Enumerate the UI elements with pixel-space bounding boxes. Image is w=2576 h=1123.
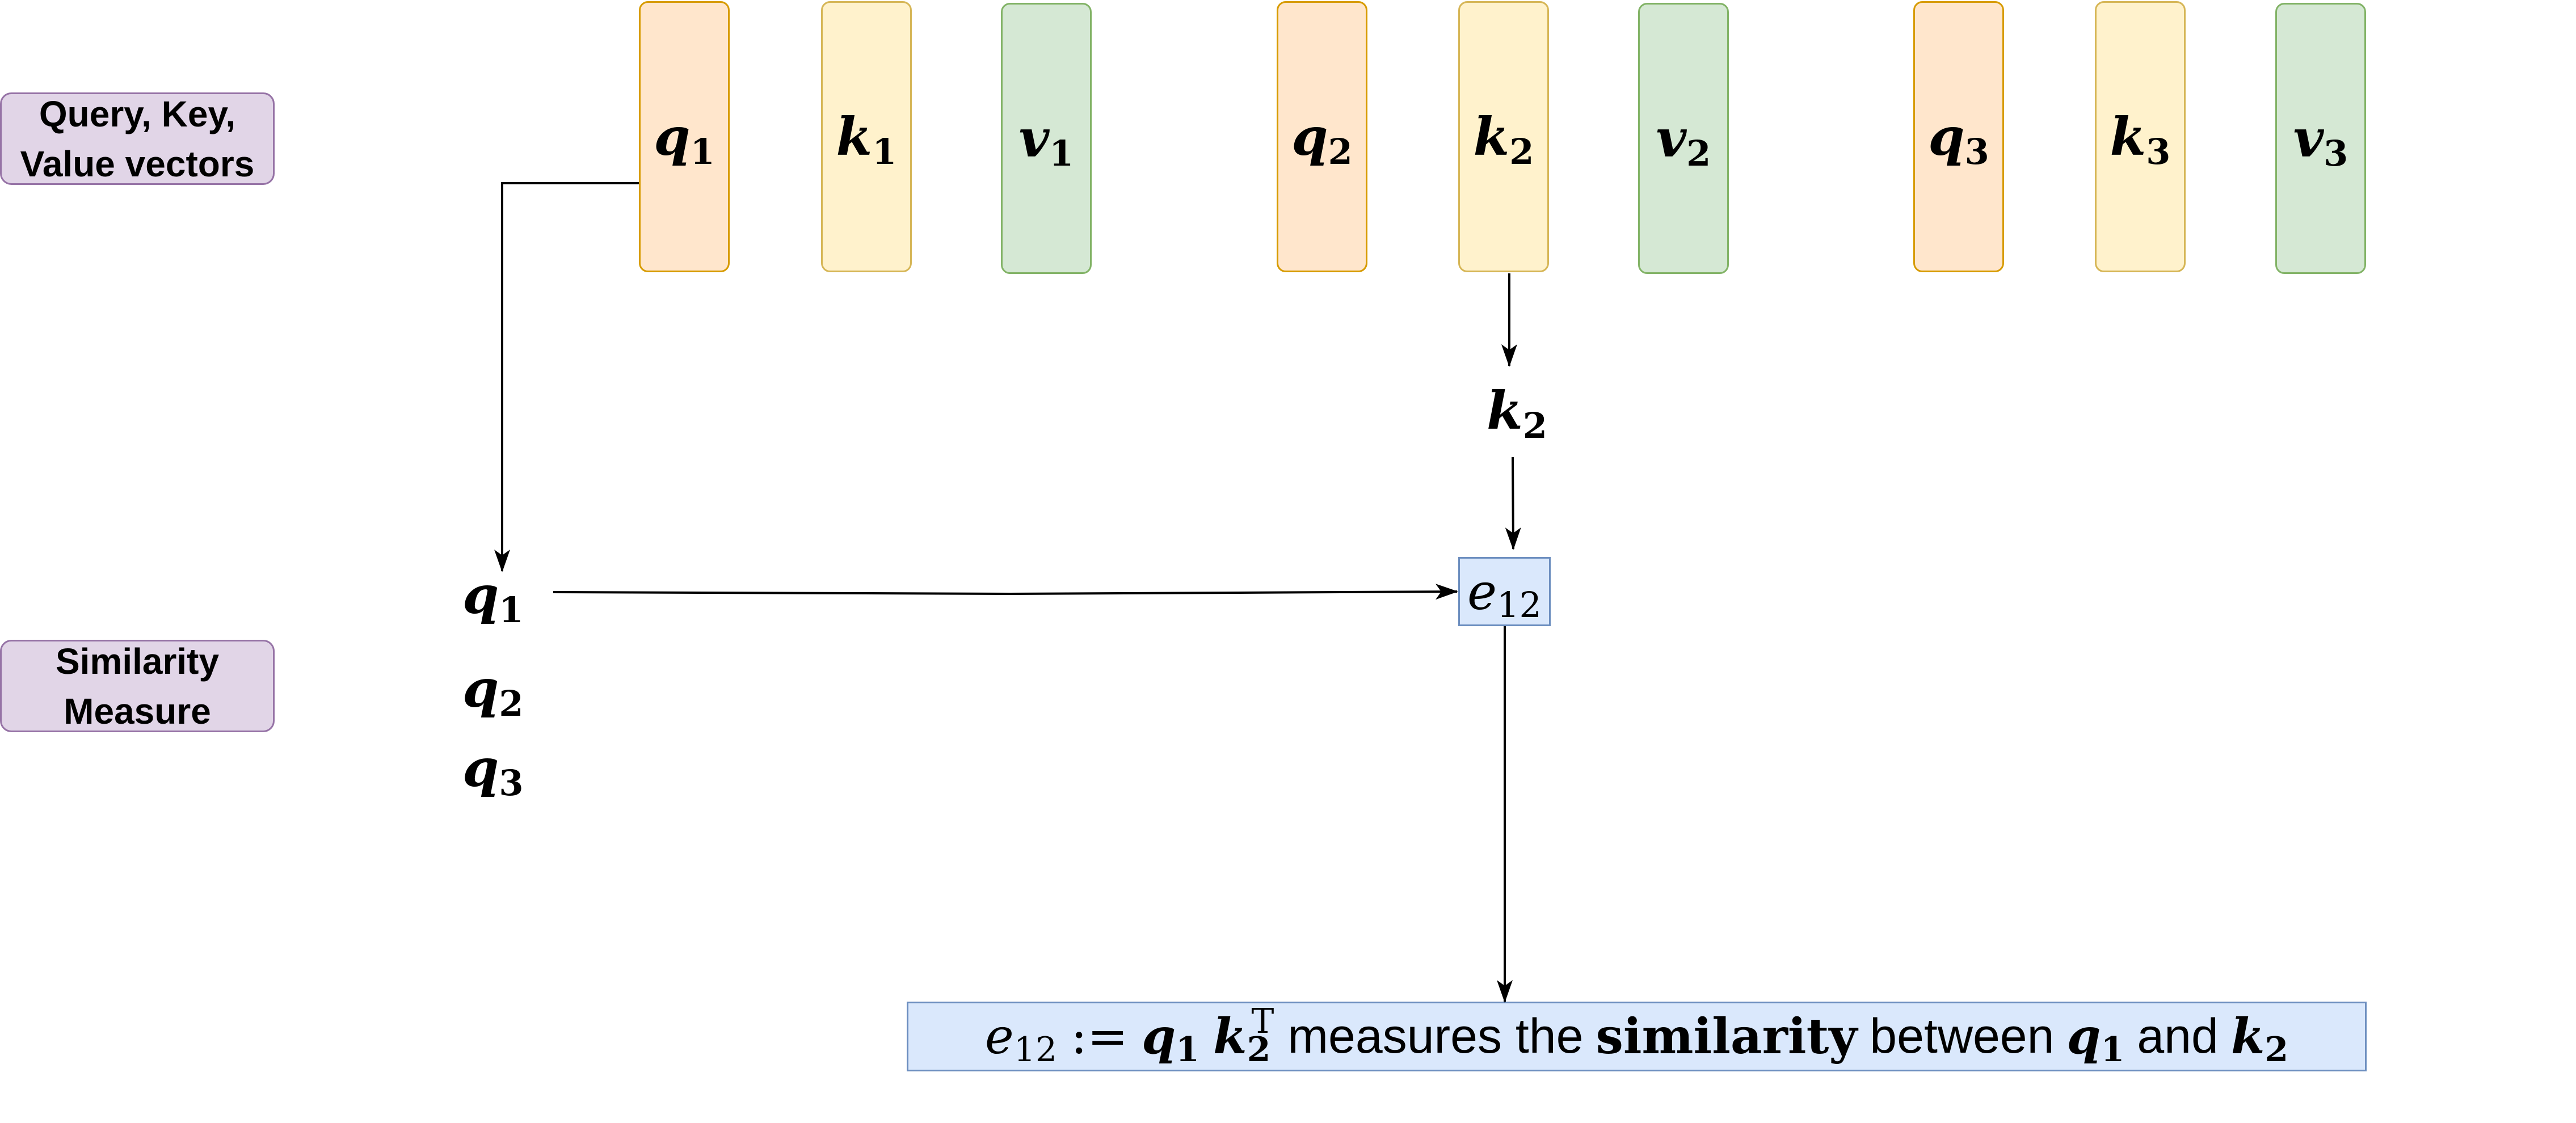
similarity-formula-box: e12 := q1 k2T measures the similarity be… (907, 1002, 2367, 1071)
formula-text-similarity: similarity (1596, 1008, 1858, 1065)
formula-k-second: k2 (2230, 1008, 2288, 1067)
label-sim-line1: Similarity (55, 640, 220, 682)
formula-k2-sub: 2 (2264, 1030, 2289, 1070)
vector-v2-letter: v (1656, 108, 1687, 169)
label-qkv-line1: Query, Key, (39, 93, 236, 134)
formula-lhs-letter: e (984, 1008, 1014, 1065)
vector-k1-sub: 1 (872, 131, 897, 172)
formula-q-letter: q (1142, 1008, 1176, 1065)
label-similarity-measure: Similarity Measure (0, 640, 275, 732)
vector-v1-sub: 1 (1049, 133, 1074, 174)
vector-k1-letter: k (836, 106, 873, 167)
query-q1-letter: q (462, 564, 499, 626)
score-e12-letter: e (1467, 562, 1497, 621)
score-e12-sub: 12 (1497, 584, 1542, 626)
vector-q2-letter: q (1291, 106, 1328, 167)
formula-k-sub: 2 (1247, 1030, 1271, 1070)
query-q1-node: q1 (462, 564, 523, 628)
arrow-q1-vector-to-q1-node (494, 182, 639, 572)
vector-q2-sub: 2 (1328, 131, 1353, 172)
label-qkv-line2: Value vectors (20, 143, 255, 184)
key-k2-node-sub: 2 (1522, 405, 1547, 446)
vector-q2: q2 (1277, 1, 1367, 272)
key-k2-node-letter: k (1487, 380, 1523, 441)
formula-q-second: q1 (2066, 1008, 2124, 1067)
vector-k3-letter: k (2110, 106, 2146, 167)
formula-q-sub: 1 (1176, 1030, 1200, 1070)
formula-lhs: e12 (984, 1008, 1057, 1067)
formula-k-letter: k (1213, 1008, 1247, 1065)
formula-lhs-sub: 12 (1013, 1029, 1058, 1070)
formula-text-measures: measures the (1287, 1009, 1584, 1063)
query-q3-node: q3 (462, 737, 523, 801)
vector-q1-letter: q (654, 106, 691, 167)
vector-q3-letter: q (1928, 106, 1965, 167)
vector-k3-sub: 3 (2146, 131, 2171, 172)
formula-q2-sub: 1 (2101, 1030, 2125, 1070)
label-sim-line2: Measure (64, 690, 211, 732)
vector-v2: v2 (1638, 3, 1729, 274)
formula-assign: := (1071, 1008, 1129, 1065)
formula-k2-letter: k (2230, 1008, 2265, 1065)
vector-k2: k2 (1458, 1, 1549, 272)
query-q3-letter: q (462, 737, 499, 799)
vector-q1: q1 (639, 1, 730, 272)
formula-text-and: and (2137, 1009, 2219, 1063)
vector-k2-letter: k (1473, 106, 1510, 167)
vector-q3: q3 (1913, 1, 2004, 272)
query-q2-sub: 2 (499, 683, 524, 724)
vector-q3-sub: 3 (1964, 131, 1989, 172)
formula-text-between: between (1870, 1009, 2055, 1063)
vector-k2-sub: 2 (1509, 131, 1534, 172)
vector-v1-letter: v (1018, 108, 1050, 169)
vector-k1: k1 (821, 1, 912, 272)
label-query-key-value: Query, Key, Value vectors (0, 92, 275, 185)
query-q2-letter: q (462, 658, 499, 719)
vector-v3: v3 (2275, 3, 2366, 274)
query-q3-sub: 3 (499, 762, 524, 804)
vector-v3-letter: v (2293, 108, 2324, 169)
query-q1-sub: 1 (499, 589, 524, 631)
formula-q: q1 (1142, 1008, 1199, 1067)
vector-q1-sub: 1 (690, 131, 715, 172)
query-q2-node: q2 (462, 658, 523, 721)
vector-k3: k3 (2095, 1, 2186, 272)
score-e12-box: e12 (1458, 557, 1551, 626)
vector-v3-sub: 3 (2324, 133, 2348, 174)
formula-q2-letter: q (2066, 1008, 2101, 1065)
key-k2-node: k2 (1487, 380, 1547, 444)
formula-transpose: T (1251, 1002, 1274, 1041)
vector-v2-sub: 2 (1686, 133, 1711, 174)
formula-k-transpose: k2T (1213, 1004, 1274, 1067)
arrow-q1-node-to-e12 (553, 584, 1458, 600)
vector-v1: v1 (1001, 3, 1092, 274)
